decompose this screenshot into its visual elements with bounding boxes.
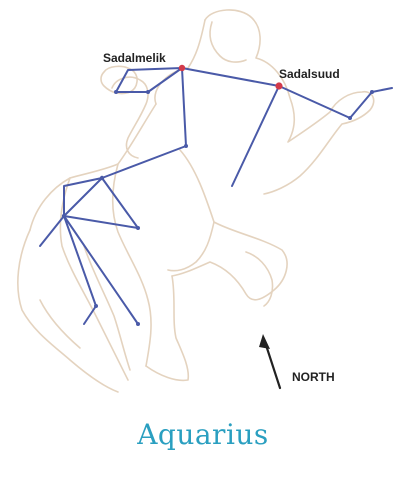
line-stream-d xyxy=(63,215,97,307)
line-stream-e xyxy=(63,215,139,325)
aquarius-illustration: Sadalmelik Sadalsuud NORTH xyxy=(17,9,393,393)
north-label: NORTH xyxy=(292,370,335,384)
line-stream-top xyxy=(63,177,103,217)
star-point xyxy=(99,175,105,181)
star-point xyxy=(184,144,188,148)
line-sadalmelik-down xyxy=(181,67,187,147)
north-arrow: NORTH xyxy=(259,334,335,390)
water-stream-outline-2 xyxy=(59,177,129,381)
caption-title: Aquarius xyxy=(137,418,269,451)
star-point xyxy=(146,90,150,94)
figure-back-outline xyxy=(29,103,157,231)
star-point xyxy=(61,213,67,219)
label-sadalsuud: Sadalsuud xyxy=(279,67,340,81)
water-stream-outline-5 xyxy=(39,299,81,349)
line-stream-f xyxy=(83,305,97,325)
figure-arm-outline xyxy=(111,76,149,159)
figure-head-outline xyxy=(204,9,375,195)
figure-torso-outline xyxy=(154,19,206,105)
star-point xyxy=(114,90,118,94)
constellation-lines xyxy=(39,67,393,325)
water-stream-outline-6 xyxy=(83,245,131,371)
line-jar-group xyxy=(115,67,183,93)
figure-knee-outline xyxy=(245,251,274,307)
north-arrow-shaft xyxy=(263,340,282,390)
star-point xyxy=(348,116,352,120)
water-stream-outline-4 xyxy=(145,275,190,382)
line-body-diagonal xyxy=(101,145,187,179)
figure-robe-outline xyxy=(171,149,288,301)
north-arrow-head-icon xyxy=(259,334,270,349)
star-point xyxy=(94,304,98,308)
star-point xyxy=(370,90,374,94)
water-stream-outline-3 xyxy=(111,163,152,367)
line-sadalsuud-down xyxy=(231,85,280,187)
line-stream-b xyxy=(63,215,139,229)
figure-face-outline xyxy=(209,21,247,63)
stars xyxy=(61,64,374,326)
star-sadalmelik xyxy=(178,64,186,72)
star-point xyxy=(136,226,140,230)
water-stream-outline-1 xyxy=(17,229,119,393)
line-sadalmelik-sadalsuud xyxy=(181,67,280,87)
figure-leg-outline xyxy=(167,221,215,272)
label-sadalmelik: Sadalmelik xyxy=(103,51,166,65)
star-point xyxy=(136,322,140,326)
line-stream-c xyxy=(39,215,65,247)
star-sadalsuud xyxy=(275,82,283,90)
figure-outline xyxy=(17,9,375,393)
line-sadalsuud-right xyxy=(278,85,351,119)
line-stream-a xyxy=(101,177,139,229)
constellation-diagram: Sadalmelik Sadalsuud NORTH xyxy=(17,9,393,393)
